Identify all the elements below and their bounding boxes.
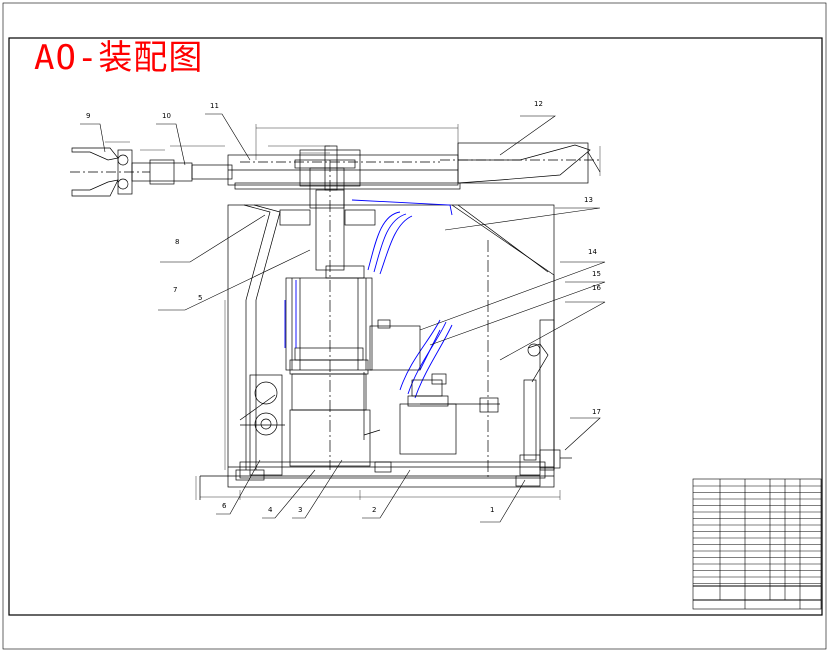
callout-label-5: 5	[198, 294, 202, 302]
callout-leader-4	[262, 469, 316, 519]
callout-label-13: 13	[584, 196, 593, 204]
callout-label-12: 12	[534, 100, 543, 108]
cabinet-frame	[199, 204, 555, 500]
callout-leader-17	[564, 417, 601, 451]
callout-leader-2	[362, 469, 411, 519]
callout-leader-15	[429, 281, 606, 346]
callout-leader-14	[419, 261, 606, 331]
callout-label-16: 16	[592, 284, 601, 292]
hydraulic-hoses	[284, 199, 453, 399]
callout-leader-1	[480, 479, 526, 523]
callout-leader-7	[158, 249, 311, 311]
callout-label-3: 3	[298, 506, 302, 514]
boom-arm	[70, 142, 601, 209]
callout-leader-9	[80, 123, 106, 153]
callout-leader-16	[499, 301, 606, 361]
callout-leader-13	[444, 207, 601, 231]
callout-leader-12	[499, 115, 556, 156]
callout-leader-10	[156, 123, 186, 166]
callout-label-14: 14	[588, 248, 597, 256]
base-dimension	[195, 300, 561, 500]
callout-leader-3	[292, 459, 343, 519]
lift-column	[239, 160, 376, 476]
pump-motor	[363, 319, 500, 473]
callout-leader-6	[216, 459, 261, 515]
title-block	[692, 478, 822, 610]
callout-label-1: 1	[490, 506, 494, 514]
callout-leaders	[80, 113, 606, 523]
callout-label-2: 2	[372, 506, 376, 514]
callout-label-10: 10	[162, 112, 171, 120]
callout-label-17: 17	[592, 408, 601, 416]
inner-frame	[8, 37, 823, 616]
callout-label-6: 6	[222, 502, 227, 510]
callout-label-11: 11	[210, 102, 219, 110]
drawing-title: AO-装配图	[34, 38, 204, 78]
callout-label-15: 15	[592, 270, 601, 278]
callout-label-8: 8	[175, 238, 179, 246]
top-dimensions	[105, 124, 601, 176]
right-strut	[235, 343, 572, 487]
callout-leader-8	[160, 214, 266, 263]
callout-label-4: 4	[268, 506, 273, 514]
callout-leader-11	[205, 113, 251, 161]
callout-label-7: 7	[173, 286, 177, 294]
callout-label-9: 9	[86, 112, 90, 120]
